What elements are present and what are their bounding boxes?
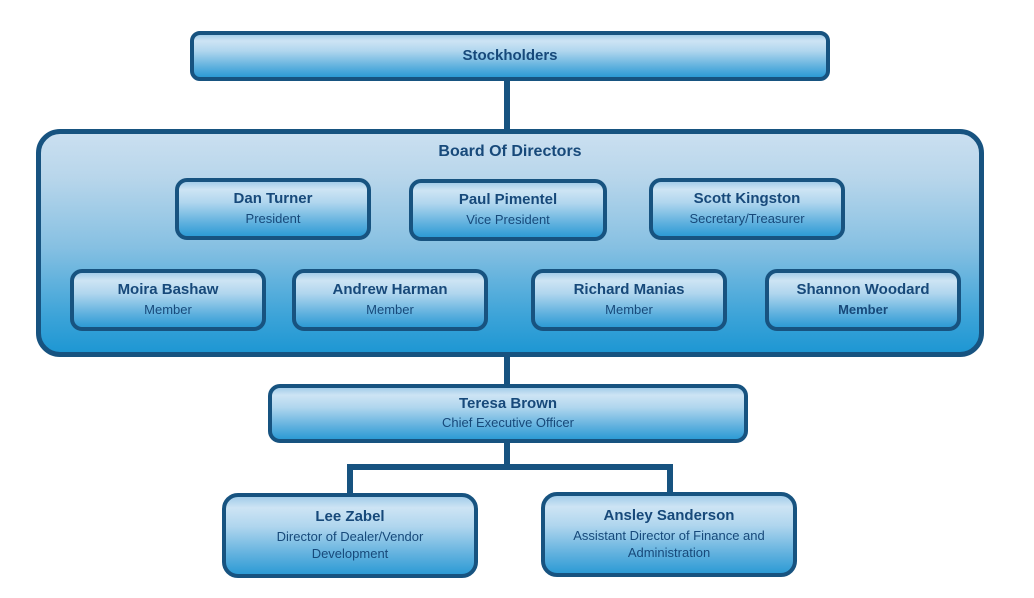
connector-drop-right <box>667 464 673 493</box>
person-role: Chief Executive Officer <box>442 415 574 431</box>
person-role: Director of Dealer/Vendor Development <box>276 528 424 561</box>
board-card-president: Dan Turner President <box>175 178 371 240</box>
person-name: Dan Turner <box>233 190 313 208</box>
board-card-vice-president: Paul Pimentel Vice President <box>409 179 607 241</box>
connector-drop-left <box>347 464 353 494</box>
person-name: Shannon Woodard <box>796 281 930 299</box>
person-role: Vice President <box>466 211 550 227</box>
person-name: Paul Pimentel <box>458 191 558 209</box>
person-name: Moira Bashaw <box>117 281 219 299</box>
person-role: President <box>245 210 301 226</box>
person-role: Assistant Director of Finance and Admini… <box>573 527 765 560</box>
person-name: Richard Manias <box>573 281 685 299</box>
connector-horizontal-bar <box>347 464 673 470</box>
person-name: Ansley Sanderson <box>603 507 735 525</box>
node-board-of-directors: Board Of Directors Dan Turner President … <box>36 129 984 357</box>
node-ceo: Teresa Brown Chief Executive Officer <box>268 384 748 443</box>
person-role: Member <box>838 301 888 317</box>
board-title: Board Of Directors <box>438 143 582 160</box>
person-role: Member <box>144 301 192 317</box>
board-card-member-3: Richard Manias Member <box>531 269 727 331</box>
person-name: Teresa Brown <box>458 394 558 412</box>
board-card-member-2: Andrew Harman Member <box>292 269 488 331</box>
person-role: Member <box>605 301 653 317</box>
connector-ceo-stub <box>504 441 510 468</box>
connector-stockholders-board <box>504 79 510 131</box>
board-card-member-4: Shannon Woodard Member <box>765 269 961 331</box>
person-name: Scott Kingston <box>693 190 801 208</box>
person-name: Andrew Harman <box>332 281 448 299</box>
board-card-member-1: Moira Bashaw Member <box>70 269 266 331</box>
board-card-secretary-treasurer: Scott Kingston Secretary/Treasurer <box>649 178 845 240</box>
person-role: Secretary/Treasurer <box>689 210 805 226</box>
person-name: Lee Zabel <box>315 508 385 526</box>
connector-board-ceo <box>504 355 510 385</box>
node-stockholders: Stockholders <box>190 31 830 81</box>
person-role: Member <box>366 301 414 317</box>
node-stockholders-label: Stockholders <box>462 46 558 64</box>
node-director-dealer-vendor: Lee Zabel Director of Dealer/Vendor Deve… <box>222 493 478 578</box>
node-assistant-director-finance: Ansley Sanderson Assistant Director of F… <box>541 492 797 577</box>
